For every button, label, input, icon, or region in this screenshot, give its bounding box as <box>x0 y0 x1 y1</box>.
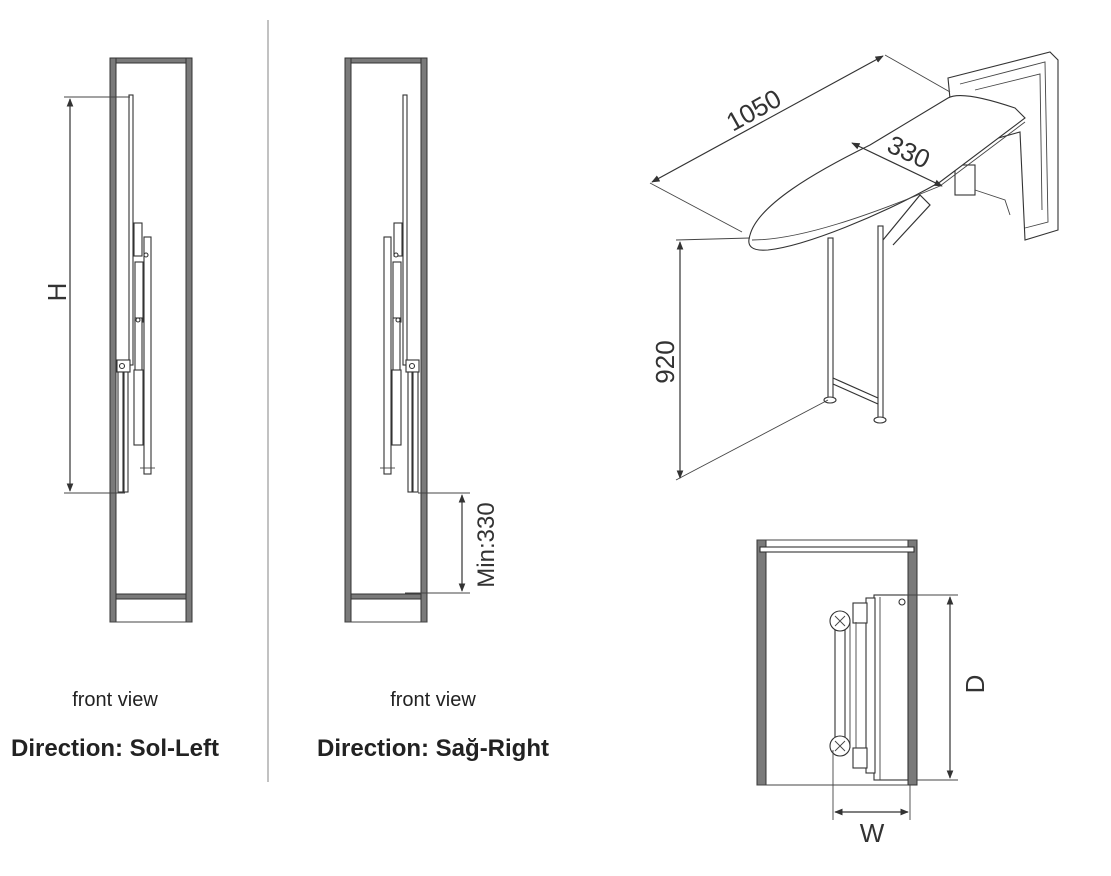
left-caption: front view <box>72 689 158 711</box>
depth-label: D <box>960 675 990 694</box>
plan-view: D W <box>756 539 990 848</box>
height-label: H <box>42 283 72 302</box>
cabinet <box>344 57 428 623</box>
min-clearance-dimension: Min:330 <box>405 492 500 594</box>
right-caption: front view <box>390 689 476 711</box>
legs <box>823 194 931 424</box>
ironing-board-folded <box>380 94 420 493</box>
width-label: W <box>860 818 885 848</box>
height-label: 920 <box>650 340 680 383</box>
width-dimension: W <box>832 750 911 848</box>
min-clearance-label: Min:330 <box>473 502 500 587</box>
ironing-board-folded <box>116 94 155 493</box>
right-front-view: Min:330 front view Direction: Sağ-Right <box>317 57 549 762</box>
height-dimension: 920 <box>650 237 829 481</box>
length-label: 1050 <box>721 83 786 137</box>
left-direction: Direction: Sol-Left <box>11 735 219 762</box>
isometric-view: 1050 330 920 <box>649 51 1059 481</box>
right-direction: Direction: Sağ-Right <box>317 735 549 762</box>
height-dimension: H <box>42 96 130 494</box>
folded-mechanism <box>829 594 909 781</box>
left-front-view: H front view Direction: Sol-Left <box>11 57 219 762</box>
cabinet <box>109 57 193 623</box>
ironing-board <box>748 95 1026 251</box>
depth-dimension: D <box>905 594 990 781</box>
